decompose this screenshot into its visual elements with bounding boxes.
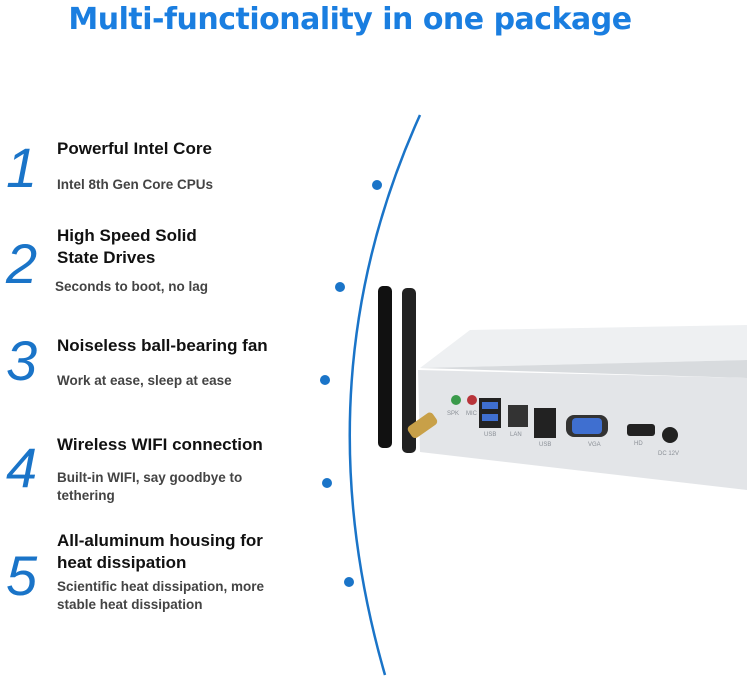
feature-heading: Noiseless ball-bearing fan <box>57 336 268 355</box>
feature-heading: Powerful Intel Core <box>57 139 212 158</box>
port-label-usb: USB <box>484 432 496 438</box>
port-label-lan: LAN <box>510 432 522 438</box>
port-label-vga: VGA <box>588 442 601 448</box>
timeline-dot <box>372 180 382 190</box>
port-label-usb: USB <box>539 442 551 448</box>
port-label-spk: SPK <box>447 411 459 417</box>
feature-number: 2 <box>6 232 38 295</box>
feature-description: Built-in WIFI, say goodbye to tethering <box>57 470 243 503</box>
feature-number: 3 <box>6 329 38 392</box>
feature-number: 4 <box>6 436 38 499</box>
port-label-hd: HD <box>634 441 643 447</box>
feature-description: Work at ease, sleep at ease <box>57 373 232 388</box>
feature-number: 5 <box>6 544 38 607</box>
timeline-dot <box>322 478 332 488</box>
timeline-dot <box>335 282 345 292</box>
feature-heading: High Speed Solid State Drives <box>57 226 197 267</box>
feature-number: 1 <box>6 136 38 199</box>
feature-heading: Wireless WIFI connection <box>57 435 263 454</box>
timeline-dot <box>320 375 330 385</box>
feature-description: Scientific heat dissipation, more stable… <box>57 579 265 612</box>
feature-description: Seconds to boot, no lag <box>55 279 208 294</box>
page-title: Multi-functionality in one package <box>68 2 632 37</box>
feature-heading: All-aluminum housing for heat dissipatio… <box>57 531 263 572</box>
port-label-dc: DC 12V <box>658 451 679 457</box>
feature-description: Intel 8th Gen Core CPUs <box>57 177 214 192</box>
timeline-dot <box>344 577 354 587</box>
port-label-mic: MIC <box>466 411 478 417</box>
